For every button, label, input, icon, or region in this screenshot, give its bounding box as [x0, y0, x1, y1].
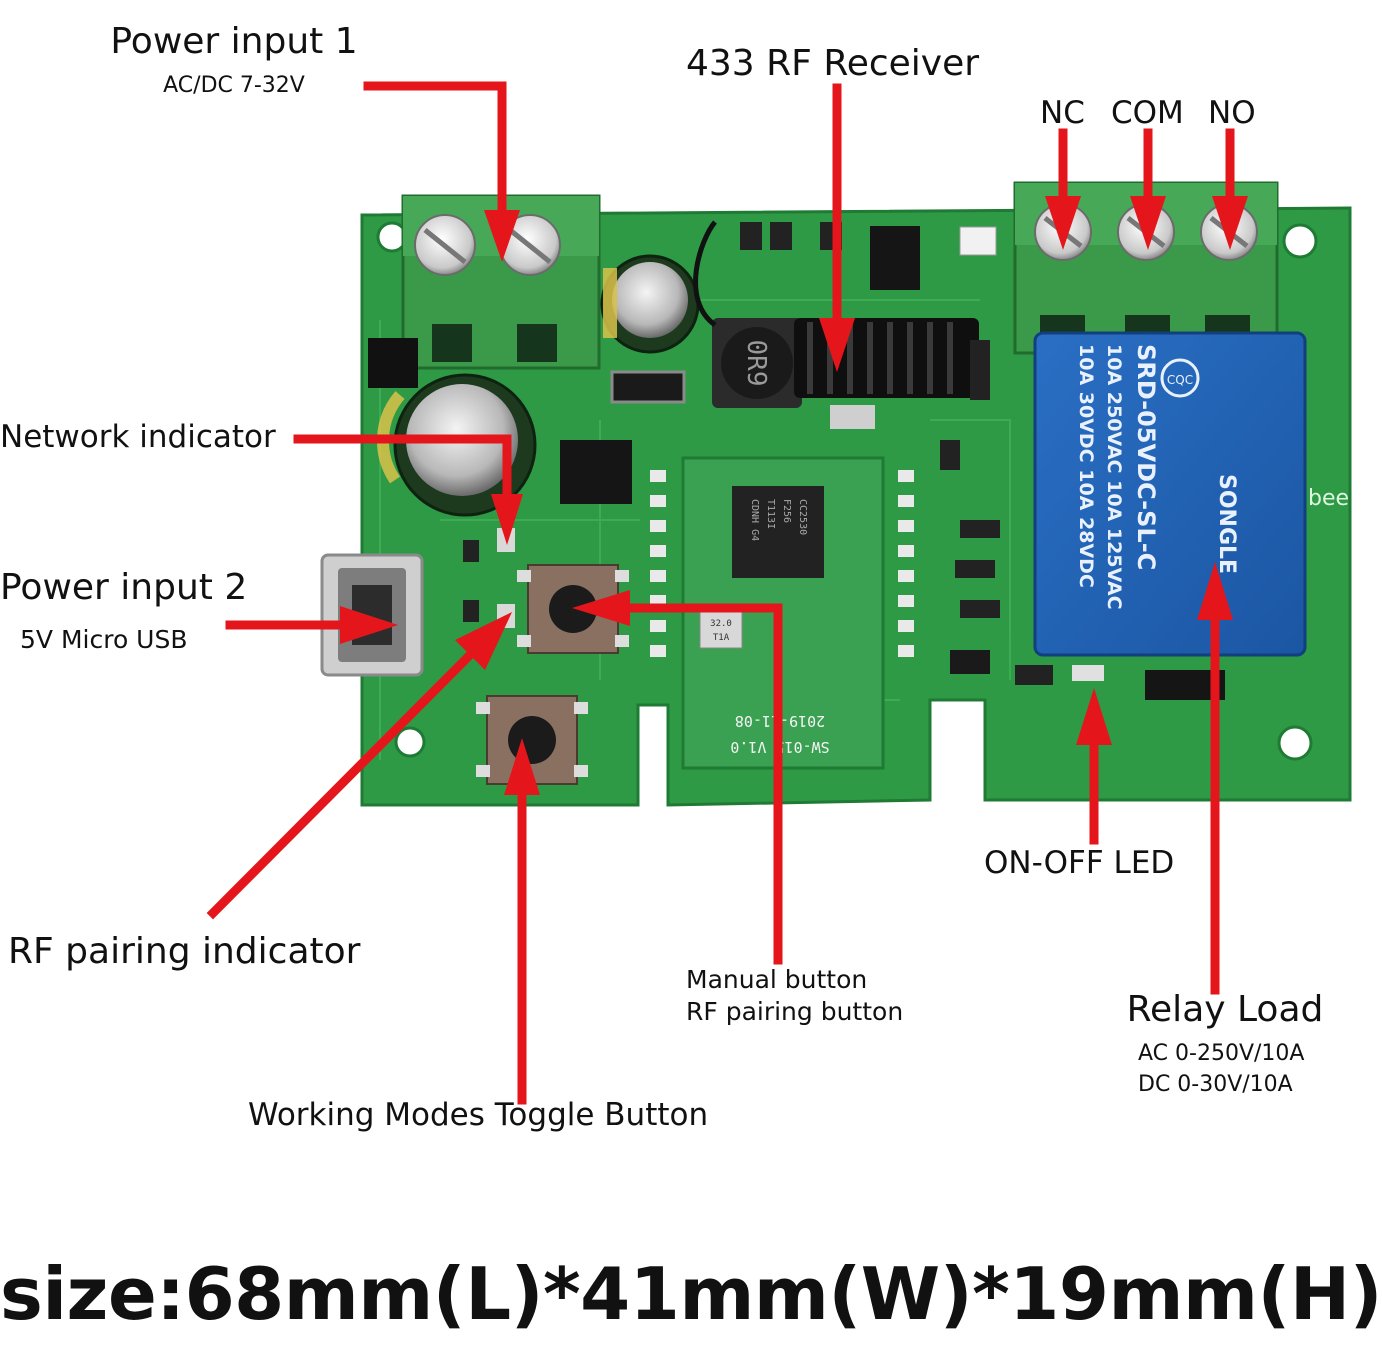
- label-mode-toggle: Working Modes Toggle Button: [248, 1097, 709, 1133]
- label-nc: NC: [1040, 95, 1085, 131]
- label-rf-pairing-indicator: RF pairing indicator: [8, 931, 361, 972]
- chip-marking: CC2530: [797, 499, 808, 535]
- arrowhead-power-input-2: [340, 606, 398, 644]
- relay-marking-1: SRD-05VDC-SL-C: [1132, 344, 1160, 570]
- chip-marking: F256: [781, 499, 792, 523]
- relay-marking-3: 10A 30VDC 10A 28VDC: [1075, 344, 1097, 588]
- relay: SRD-05VDC-SL-C 10A 250VAC 10A 125VAC 10A…: [1033, 331, 1307, 657]
- mount-hole-tr: [1282, 223, 1318, 259]
- inductor: 0R9: [712, 318, 802, 408]
- arrowhead-no: [1212, 196, 1248, 250]
- relay-cert-text: CQC: [1167, 373, 1193, 387]
- arrowhead-nc: [1045, 196, 1081, 250]
- annotation-arrows: [206, 81, 1248, 1105]
- arrowhead-com: [1130, 196, 1166, 250]
- svg-text:32.0: 32.0: [710, 619, 732, 629]
- relay-cert-mark: [1160, 358, 1200, 398]
- relay-brand: SONGLE: [1214, 474, 1239, 574]
- ic-8pin-left: [560, 440, 632, 504]
- arrowhead-on-off-led: [1076, 688, 1112, 745]
- arrowhead-network-indicator: [491, 494, 523, 545]
- mount-hole-br: [1277, 725, 1313, 761]
- arrow-network-indicator: [293, 434, 512, 503]
- arrowhead-rf-receiver: [819, 318, 855, 372]
- board-edge-text: bee: [1308, 486, 1349, 511]
- ic-regulator: [368, 338, 418, 388]
- diode: [610, 370, 686, 404]
- label-power-input-2-spec: 5V Micro USB: [20, 625, 188, 654]
- size-dimensions: size:68mm(L)*41mm(W)*19mm(H): [0, 1252, 1382, 1336]
- arrowhead-rf-pairing-indicator: [455, 612, 512, 670]
- label-power-input-2: Power input 2: [0, 567, 248, 608]
- label-rf-receiver: 433 RF Receiver: [686, 43, 980, 84]
- arrowhead-mode-toggle: [504, 738, 540, 795]
- label-relay-load-ac: AC 0-250V/10A: [1138, 1041, 1305, 1066]
- label-on-off-led: ON-OFF LED: [984, 845, 1175, 881]
- arrow-rf-pairing-indicator: [206, 648, 477, 920]
- svg-text:0R9: 0R9: [741, 340, 771, 387]
- label-rf-pairing-button: RF pairing button: [686, 997, 904, 1026]
- label-network-indicator: Network indicator: [0, 419, 276, 455]
- arrow-power-input-1: [363, 81, 507, 220]
- svg-text:T1A: T1A: [713, 633, 730, 643]
- chip-marking: CDNH G4: [749, 499, 760, 541]
- arrowhead-power-input-1: [484, 210, 520, 262]
- capacitor-small: [600, 254, 700, 354]
- relay-marking-2: 10A 250VAC 10A 125VAC: [1103, 344, 1125, 610]
- mount-hole-bl: [394, 726, 426, 758]
- label-com: COM: [1111, 95, 1184, 131]
- chip-marking: T113I: [765, 499, 776, 529]
- label-relay-load: Relay Load: [1126, 989, 1324, 1030]
- arrowhead-manual-button: [572, 590, 630, 626]
- label-no: NO: [1208, 95, 1256, 131]
- micro-usb-port: [320, 553, 424, 677]
- label-power-input-1-spec: AC/DC 7-32V: [163, 73, 305, 98]
- label-manual-button: Manual button: [686, 965, 868, 994]
- mode-toggle-button: [476, 695, 588, 785]
- label-relay-load-dc: DC 0-30V/10A: [1138, 1072, 1293, 1097]
- crystal-top: [959, 226, 997, 256]
- arrowhead-relay-load: [1197, 562, 1233, 620]
- ic-top: [870, 226, 920, 290]
- arrow-manual-button: [620, 603, 783, 965]
- label-power-input-1: Power input 1: [110, 21, 358, 62]
